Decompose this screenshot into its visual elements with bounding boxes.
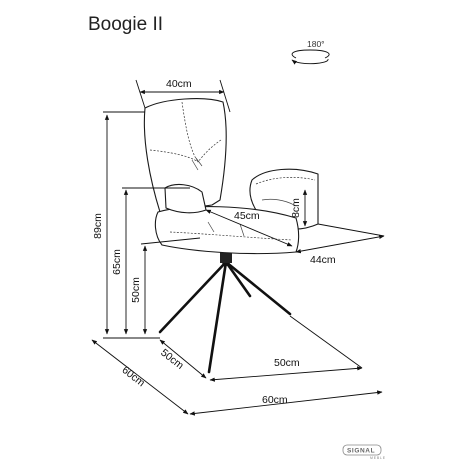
- label-width: 60cm: [262, 394, 288, 406]
- label-depth: 60cm: [119, 364, 147, 389]
- label-base-width: 50cm: [274, 357, 300, 369]
- label-total-height: 89cm: [92, 213, 104, 239]
- label-seat-width: 44cm: [310, 254, 336, 266]
- label-seat-height: 50cm: [130, 277, 142, 303]
- label-seat-depth: 45cm: [234, 210, 260, 222]
- label-armrest-height: 65cm: [111, 249, 123, 275]
- brand-logo: SIGNAL MEBLE: [342, 444, 386, 460]
- label-armrest-thickness: 8cm: [290, 198, 302, 218]
- chair-illustration: [143, 98, 319, 374]
- dimension-lines: [91, 79, 385, 416]
- label-backrest-width: 40cm: [166, 78, 192, 90]
- rotation-icon: 180°: [291, 39, 330, 65]
- product-title: Boogie II: [88, 14, 163, 35]
- logo-brand: SIGNAL: [347, 448, 375, 455]
- chair-backrest: [143, 98, 227, 213]
- chair-seat: [154, 206, 300, 255]
- chair-base: [158, 245, 292, 374]
- logo-sub: MEBLE: [370, 456, 386, 460]
- rotation-label: 180°: [307, 39, 325, 49]
